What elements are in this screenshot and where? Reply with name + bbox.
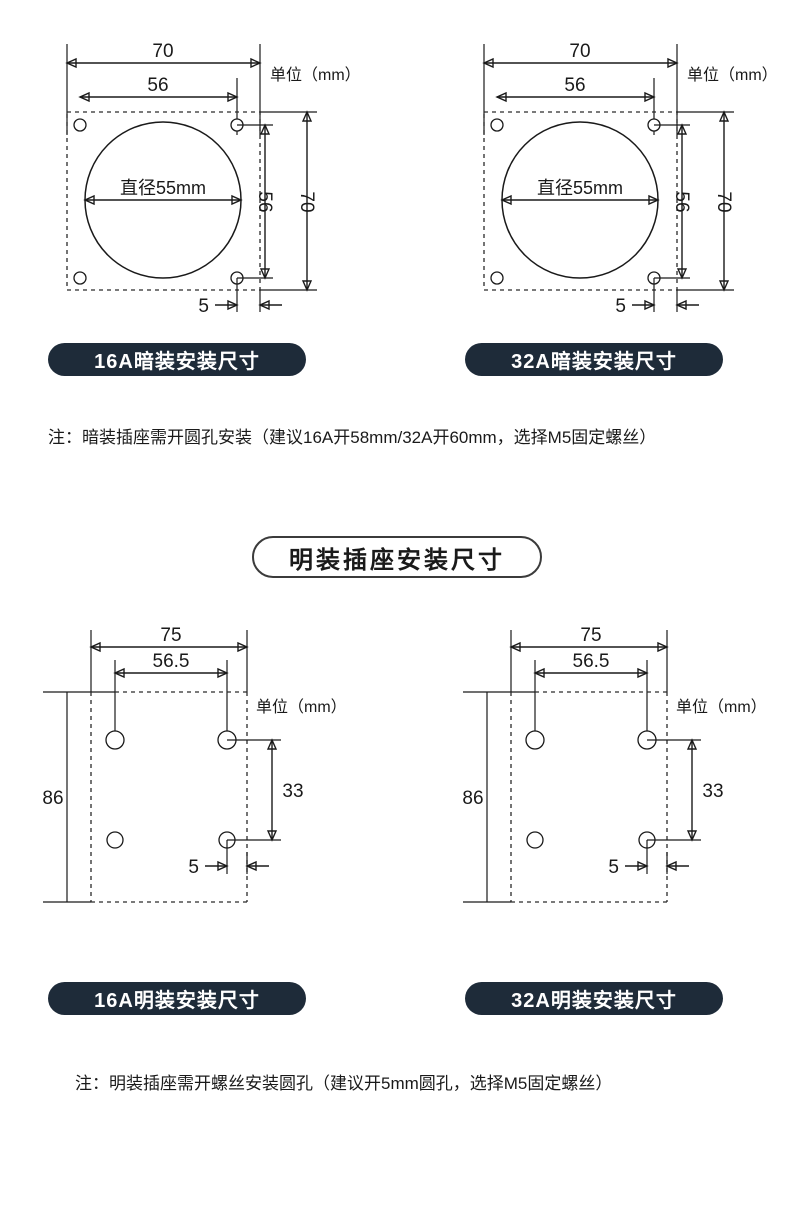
dim-width-inner: 56.5 — [573, 651, 610, 672]
arrow-v-bottom — [686, 830, 698, 842]
dim-height-outer: 86 — [462, 788, 483, 809]
mount-hole-bottom-left — [73, 271, 87, 285]
arrow-right-inner — [644, 91, 656, 103]
arrow-right-inner — [227, 91, 239, 103]
mount-hole-bottom-left — [490, 271, 504, 285]
arrow-left-inner — [533, 667, 545, 679]
mount-hole-top-left — [525, 730, 545, 750]
dim-height-outer: 86 — [42, 788, 63, 809]
arrow-v-outer-bottom — [301, 280, 313, 292]
dim-width-inner: 56.5 — [153, 651, 190, 672]
unit-label: 单位（mm） — [256, 698, 347, 716]
note-surface: 注：明装插座需开螺丝安装圆孔（建议开5mm圆孔，选择M5固定螺丝） — [75, 1074, 613, 1093]
arrow-offset-left — [665, 860, 677, 872]
dim-edge-offset: 5 — [198, 296, 209, 317]
arrow-left-outer — [89, 641, 101, 653]
arrow-v-inner-top — [676, 123, 688, 135]
mount-hole-top-left — [73, 118, 87, 132]
dim-height-inner: 56 — [254, 191, 275, 212]
arrow-left-outer — [65, 57, 77, 69]
arrow-v-inner-bottom — [259, 268, 271, 280]
badge-surface-32a: 32A明装安装尺寸 — [465, 982, 723, 1015]
arrow-bore-left — [500, 194, 512, 206]
dim-height-inner: 56 — [671, 191, 692, 212]
arrow-right-outer — [657, 641, 669, 653]
arrow-v-top — [686, 738, 698, 750]
arrow-v-outer-top — [301, 110, 313, 122]
arrow-v-outer-top — [718, 110, 730, 122]
dim-width-outer: 75 — [580, 625, 601, 646]
dim-width-outer: 70 — [569, 41, 590, 62]
dim-height-outer: 70 — [713, 191, 734, 212]
arrow-offset-left — [675, 299, 687, 311]
dim-hole-spacing: 33 — [702, 781, 723, 802]
dim-height-outer: 70 — [296, 191, 317, 212]
arrow-v-top — [266, 738, 278, 750]
badge-surface-16a: 16A明装安装尺寸 — [48, 982, 306, 1015]
arrow-left-inner — [78, 91, 90, 103]
arrow-right-outer — [250, 57, 262, 69]
mount-hole-top-left — [105, 730, 125, 750]
dim-edge-offset: 5 — [615, 296, 626, 317]
arrow-right-inner — [217, 667, 229, 679]
unit-label: 单位（mm） — [270, 66, 361, 84]
arrow-offset-right — [217, 860, 229, 872]
unit-label: 单位（mm） — [687, 66, 778, 84]
arrow-offset-right — [227, 299, 239, 311]
badge-flush-16a: 16A暗装安装尺寸 — [48, 343, 306, 376]
dim-width-outer: 70 — [152, 41, 173, 62]
note-flush: 注：暗装插座需开圆孔安装（建议16A开58mm/32A开60mm，选择M5固定螺… — [48, 428, 657, 447]
arrow-v-bottom — [266, 830, 278, 842]
arrow-v-inner-top — [259, 123, 271, 135]
dim-hole-spacing: 33 — [282, 781, 303, 802]
badge-flush-32a: 32A暗装安装尺寸 — [465, 343, 723, 376]
arrow-bore-right — [231, 194, 243, 206]
arrow-right-outer — [667, 57, 679, 69]
arrow-bore-right — [648, 194, 660, 206]
arrow-offset-left — [245, 860, 257, 872]
arrow-left-inner — [495, 91, 507, 103]
arrow-left-outer — [482, 57, 494, 69]
dim-width-outer: 75 — [160, 625, 181, 646]
diagram-surface-32a: 75 56.5 单位（mm） 86 33 — [445, 612, 790, 942]
arrow-right-outer — [237, 641, 249, 653]
arrow-offset-right — [644, 299, 656, 311]
dim-width-inner: 56 — [564, 75, 585, 96]
arrow-left-inner — [113, 667, 125, 679]
arrow-v-inner-bottom — [676, 268, 688, 280]
arrow-left-outer — [509, 641, 521, 653]
dim-edge-offset: 5 — [188, 857, 199, 878]
bore-diameter-label: 直径55mm — [120, 178, 206, 198]
bore-diameter-label: 直径55mm — [537, 178, 623, 198]
diagram-surface-16a: 75 56.5 单位（mm） 86 — [25, 612, 385, 942]
dim-edge-offset: 5 — [608, 857, 619, 878]
arrow-offset-right — [637, 860, 649, 872]
arrow-v-outer-bottom — [718, 280, 730, 292]
arrow-right-inner — [637, 667, 649, 679]
arrow-offset-left — [258, 299, 270, 311]
mount-hole-top-left — [490, 118, 504, 132]
unit-label: 单位（mm） — [676, 698, 767, 716]
dim-width-inner: 56 — [147, 75, 168, 96]
diagram-flush-32a: 70 56 单位（mm） 直径55mm 56 — [462, 30, 782, 330]
diagram-flush-16a: 70 56 单位（mm） 直径55mm — [45, 30, 365, 330]
section-title-surface: 明装插座安装尺寸 — [252, 536, 542, 578]
panel-outline — [483, 111, 678, 291]
panel-outline — [66, 111, 261, 291]
mount-hole-bottom-left — [106, 831, 124, 849]
arrow-bore-left — [83, 194, 95, 206]
mount-hole-bottom-left — [526, 831, 544, 849]
